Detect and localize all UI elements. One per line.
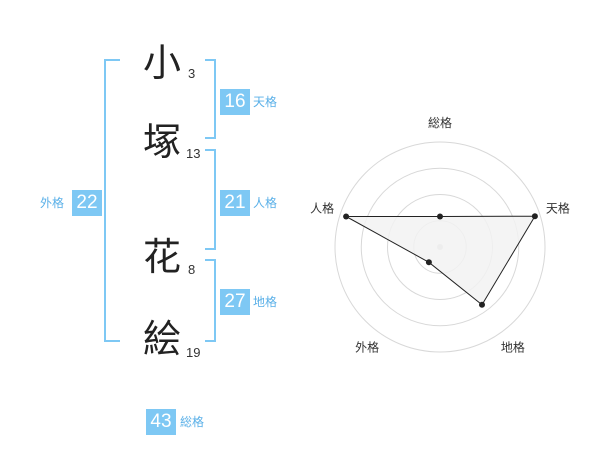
stroke-count-1: 3 [188, 66, 196, 81]
radar-point-2 [531, 213, 538, 220]
soukaku-value: 43 [146, 409, 176, 435]
radar-ring-3 [360, 167, 520, 327]
soukaku-label: 総格 [180, 415, 205, 429]
tenkaku-value: 16 [220, 89, 250, 115]
gaikaku-value: 22 [72, 190, 102, 216]
name-char-1: 小 [143, 41, 182, 85]
radar-point-3 [479, 301, 485, 308]
radar-axis-label-1: 総格 [428, 115, 452, 130]
radar-axis-label-2: 天格 [546, 201, 570, 216]
gaikaku-label: 外格 [40, 196, 65, 210]
radar-point-5 [343, 213, 350, 220]
tenkaku-label: 天格 [253, 95, 278, 109]
radar-axis-label-3: 地格 [501, 339, 525, 354]
stroke-count-4: 19 [186, 345, 201, 360]
stroke-count-2: 13 [186, 146, 201, 161]
chikaku-label: 地格 [253, 295, 278, 309]
radar-ring-4 [334, 141, 546, 353]
stroke-count-3: 8 [188, 262, 196, 277]
jinkaku-label: 人格 [253, 196, 278, 210]
name-char-3: 花 [143, 235, 182, 279]
radar-axis-label-4: 外格 [355, 339, 379, 354]
radar-point-1 [437, 213, 443, 220]
name-char-2: 塚 [143, 120, 182, 164]
radar-axis-label-5: 人格 [310, 201, 334, 216]
radar-point-4 [425, 259, 432, 266]
chikaku-value: 27 [220, 289, 250, 315]
jinkaku-value: 21 [220, 190, 250, 216]
radar-polygon [345, 215, 536, 306]
name-char-4: 絵 [143, 317, 182, 361]
